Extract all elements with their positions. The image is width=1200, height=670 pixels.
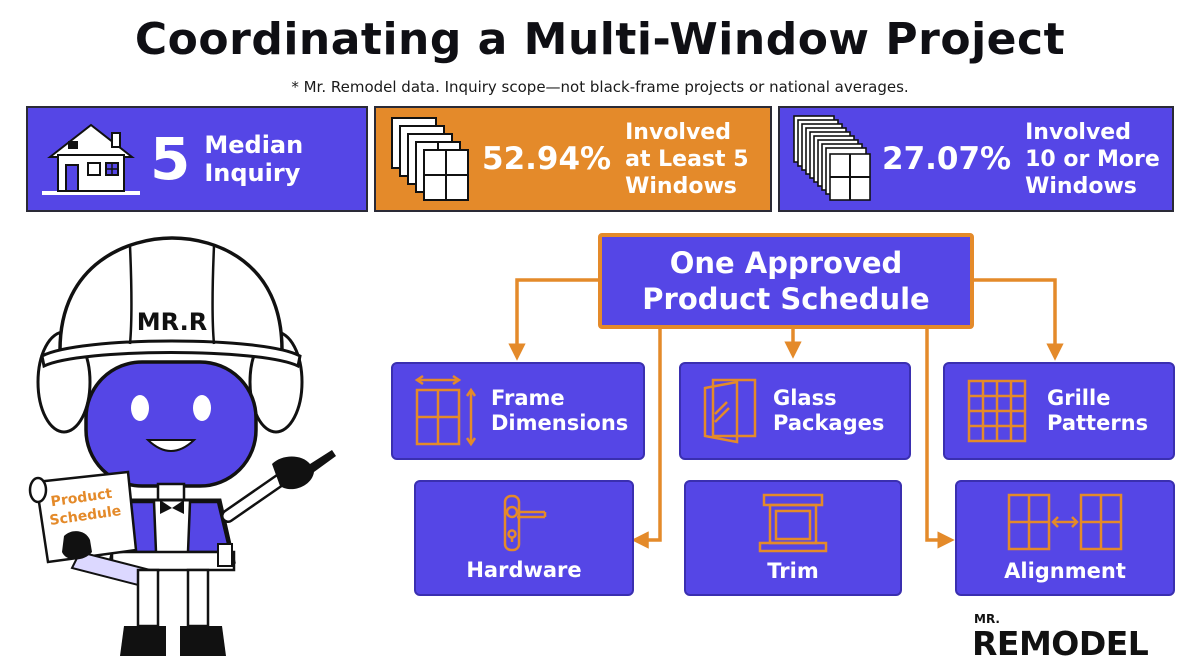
stat-value: 27.07% [882, 141, 1012, 177]
brand-logo: MR. REMODEL [972, 612, 1182, 663]
helmet-logo-text: MR.R [137, 308, 207, 336]
stat-label: Involved 10 or More Windows [1025, 119, 1160, 199]
trim-frame-icon [758, 493, 828, 553]
product-schedule-scroll: Product Schedule [28, 470, 160, 590]
glass-pane-icon [703, 378, 759, 444]
product-schedule-hub: One Approved Product Schedule [598, 233, 974, 329]
house-icon [42, 119, 140, 199]
component-trim: Trim [684, 480, 902, 596]
stat-value: 5 [150, 125, 191, 193]
stat-10-or-more-windows: 27.07% Involved 10 or More Windows [778, 106, 1174, 212]
window-stack-icon [390, 116, 474, 202]
frame-dimensions-icon [413, 374, 479, 448]
alignment-icon [1007, 493, 1123, 553]
component-label: Glass Packages [773, 386, 885, 435]
component-label: Grille Patterns [1047, 386, 1149, 435]
component-label: Frame Dimensions [491, 386, 629, 435]
arrow-to-frame-dimensions [508, 278, 598, 361]
component-alignment: Alignment [955, 480, 1175, 596]
arrow-to-hardware [631, 329, 662, 549]
door-handle-icon [499, 494, 549, 552]
page-subtitle: * Mr. Remodel data. Inquiry scope—not bl… [291, 78, 909, 96]
arrow-to-grille-patterns [974, 278, 1064, 361]
arrow-to-alignment [925, 329, 955, 549]
component-label: Trim [767, 558, 819, 583]
page-title: Coordinating a Multi-Window Project [134, 14, 1066, 65]
window-stack-large-icon [792, 114, 874, 204]
component-frame-dimensions: Frame Dimensions [391, 362, 645, 460]
component-label: Hardware [466, 557, 582, 582]
stat-label: Involved at Least 5 Windows [625, 119, 749, 199]
component-label: Alignment [1004, 558, 1126, 583]
stat-label: Median Inquiry [204, 131, 304, 187]
stat-value: 52.94% [482, 141, 612, 177]
component-grille-patterns: Grille Patterns [943, 362, 1175, 460]
brand-wordmark: REMODEL [972, 624, 1149, 663]
stat-at-least-5-windows: 52.94% Involved at Least 5 Windows [374, 106, 772, 212]
mascot-robot: MR.R Product Schedule [20, 232, 340, 666]
component-hardware: Hardware [414, 480, 634, 596]
component-glass-packages: Glass Packages [679, 362, 911, 460]
brand-small: MR. [974, 612, 1000, 626]
grille-icon [967, 379, 1027, 443]
stat-median-inquiry: 5 Median Inquiry [26, 106, 368, 212]
